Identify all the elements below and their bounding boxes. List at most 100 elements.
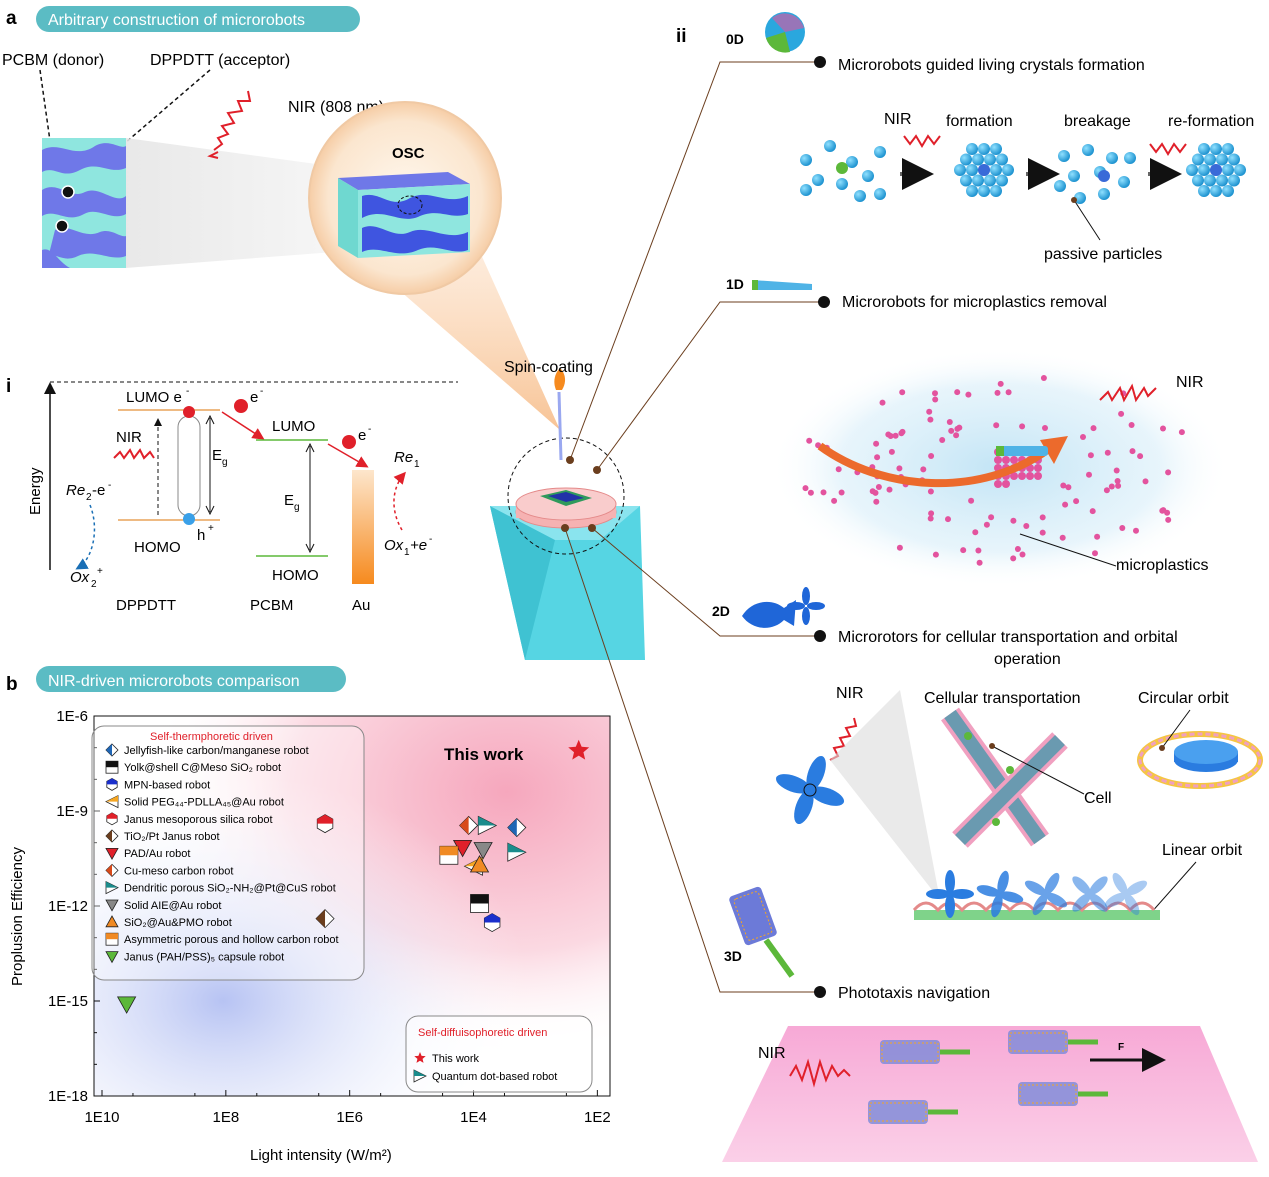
circular-orbit (1137, 731, 1263, 789)
microplastics-pointer (1019, 533, 1117, 567)
legend-marker-4 (106, 812, 118, 826)
microplastic-dot (1137, 453, 1144, 460)
microplastic-dot (983, 521, 990, 528)
linear-label: Linear orbit (1162, 842, 1243, 859)
legend-thermo-title: Self-thermphoretic driven (150, 731, 273, 743)
microplastic-dot (1060, 482, 1067, 489)
particle (1098, 188, 1110, 200)
re2-sub: 2 (86, 492, 92, 503)
legend-entry: TiO₂/Pt Janus robot (124, 831, 220, 843)
microplastic-dot (1103, 487, 1110, 494)
microplastic-dot (1087, 452, 1094, 459)
legend-entry: Janus mesoporous silica robot (124, 814, 273, 826)
brush-robot (880, 1040, 970, 1064)
nir-3d-label: NIR (758, 1045, 786, 1062)
microplastic-dot (928, 453, 935, 459)
energy-label: Energy (27, 467, 44, 515)
panel-a-banner-bg (36, 6, 360, 32)
data-point-9 (473, 842, 493, 860)
crystal-particle (996, 174, 1008, 187)
captured-microplastic (1034, 472, 1042, 480)
legend-marker-7 (105, 863, 119, 877)
node-1d (593, 466, 601, 474)
linear-rotor (976, 870, 1024, 918)
nir-reform-wave-icon (1149, 142, 1187, 156)
robot-particle (978, 164, 990, 176)
legend-entry: Dendritic porous SiO₂-NH₂@Pt@CuS robot (124, 883, 336, 895)
pipette-stream (557, 391, 563, 461)
microplastic-dot (1062, 501, 1069, 508)
crystal-particle (990, 164, 1002, 176)
zoom-beam (830, 690, 940, 900)
microplastic-dot (1039, 514, 1046, 521)
nir-wave-icon (213, 90, 252, 151)
microplastic-dot (1014, 546, 1021, 552)
re1-label: Re (394, 449, 413, 466)
ox1-tail: +e (410, 537, 427, 554)
microplastic-dot (948, 427, 955, 434)
legend-diffusio-title: Self-diffuisophoretic driven (418, 1027, 547, 1039)
force-label: F (1118, 1042, 1124, 1053)
legend-diffusio (405, 1015, 593, 1093)
large-rotor-icon (775, 755, 845, 825)
x-tick-label: 1E2 (584, 1109, 611, 1126)
panel-i-letter: i (6, 376, 11, 397)
microplastic-dot (994, 389, 1001, 396)
microplastic-dot (968, 497, 975, 504)
microplastic-dot (1115, 482, 1122, 489)
microplastic-dot (972, 529, 979, 536)
microplastic-dot (873, 498, 880, 505)
legend-marker-5 (105, 829, 119, 843)
x-tick-label: 1E4 (460, 1109, 487, 1126)
microplastic-dot (1133, 527, 1139, 534)
crystal-particle (966, 185, 978, 197)
microplastic-dot (953, 432, 960, 439)
cell-pointer (991, 745, 1085, 795)
data-point-2 (483, 913, 501, 933)
microplastic-dot (1165, 516, 1172, 523)
particle (854, 190, 866, 202)
microplastic-dot (802, 485, 809, 492)
legend-entry: Jellyfish-like carbon/manganese robot (124, 745, 309, 757)
cell-channel (941, 707, 1068, 848)
data-point-8 (477, 815, 498, 836)
y-tick-label: 1E-9 (56, 803, 88, 820)
particle (1058, 150, 1070, 162)
crystal-particle (996, 153, 1008, 166)
microplastic-dot (956, 424, 963, 431)
phototaxis-robots (868, 1030, 1108, 1124)
label-0d: 0D (726, 31, 744, 47)
microplastic-dot (875, 484, 882, 490)
re1-arrow (393, 471, 406, 531)
osc-label: OSC (392, 145, 425, 162)
transfer-e-label: e (250, 389, 258, 406)
transfer-arrow-1 (221, 411, 265, 440)
crystal-particle (972, 174, 984, 187)
au-bar (352, 470, 374, 584)
linear-rotor (926, 870, 974, 918)
microplastic-dot (1114, 478, 1121, 484)
microplastics-label: microplastics (1116, 557, 1208, 574)
spin-coater (490, 437, 645, 660)
microplastic-dot (820, 489, 827, 496)
microplastic-dot (960, 547, 967, 554)
panel-ii-letter: ii (676, 26, 687, 47)
osc-film-section (42, 138, 126, 268)
crystal-particle (1002, 164, 1014, 176)
robot-particle (1210, 164, 1222, 176)
dppdtt-label: DPPDTT (116, 597, 176, 614)
brush-robot-icon (729, 886, 795, 978)
particle (846, 156, 858, 168)
data-point-13 (568, 739, 590, 760)
label-3d: 3D (724, 948, 742, 964)
microplastic-dot (899, 389, 906, 396)
node-3d (561, 524, 569, 532)
microplastic-dot (1129, 448, 1136, 455)
re2-label: Re (66, 482, 85, 499)
microplastic-dot (835, 466, 842, 473)
legend-entry: PAD/Au robot (124, 848, 190, 860)
crystal-particle (1204, 174, 1216, 187)
captured-microplastic (1026, 472, 1034, 480)
microplastic-dot (1119, 525, 1126, 531)
